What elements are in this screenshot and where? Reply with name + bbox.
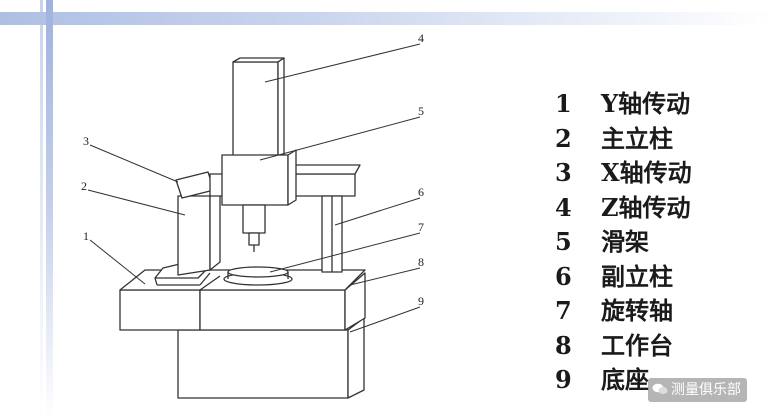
callout-6: 6 (418, 185, 424, 199)
wechat-icon (652, 383, 668, 394)
leader-lines (87, 43, 421, 333)
callout-2: 2 (81, 179, 87, 193)
callout-8: 8 (418, 255, 424, 269)
callout-9: 9 (418, 294, 424, 308)
z-axis-ram (232, 57, 285, 161)
callout-3: 3 (83, 134, 89, 148)
x-axis-drive (175, 171, 215, 199)
callout-4: 4 (418, 31, 424, 45)
decorative-vertical-line (40, 0, 43, 419)
callout-1: 1 (83, 229, 89, 243)
rotary-axis (223, 266, 293, 286)
watermark: 测量俱乐部 (648, 378, 747, 402)
callout-5: 5 (418, 104, 424, 118)
auxiliary-column (321, 195, 343, 273)
main-column (177, 185, 221, 276)
watermark-text: 测量俱乐部 (671, 382, 741, 398)
decorative-horizontal-bar (0, 12, 773, 25)
callout-7: 7 (418, 220, 424, 234)
probe (242, 204, 266, 252)
carriage (221, 149, 297, 206)
base (177, 317, 365, 399)
decorative-vertical-bar (46, 0, 53, 419)
